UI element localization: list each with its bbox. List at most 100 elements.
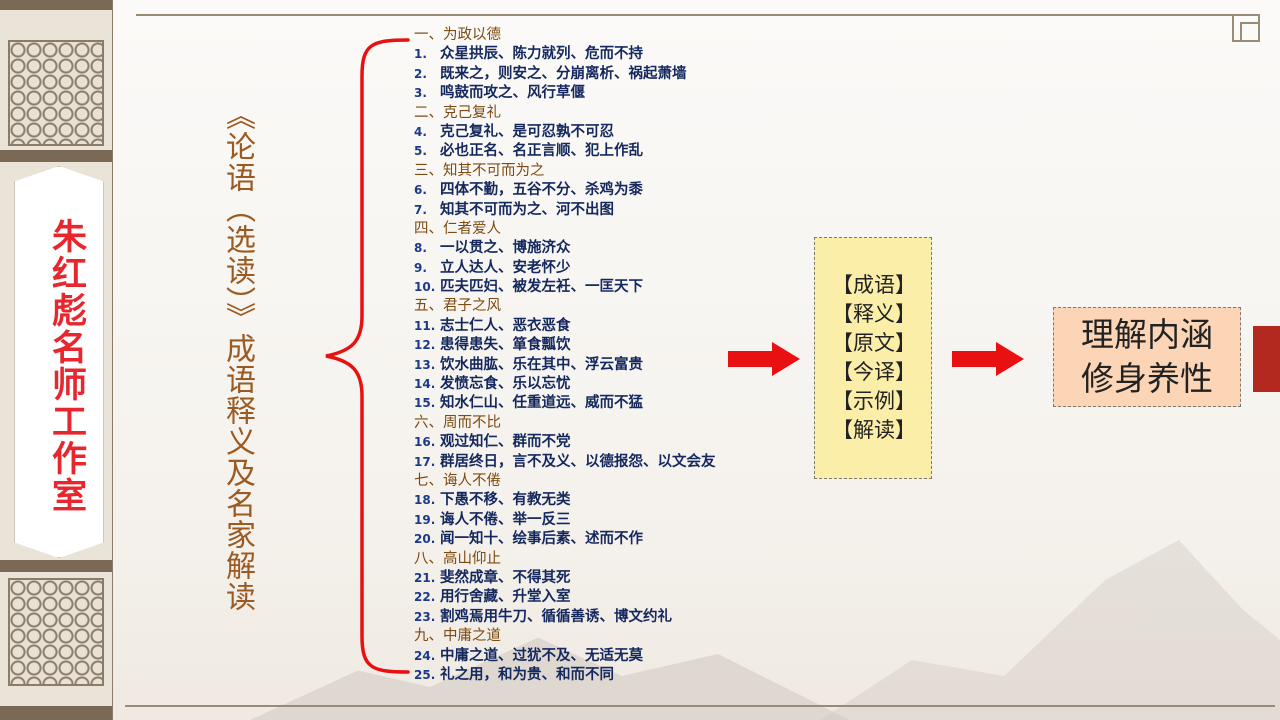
- item-text: 患得患失、箪食瓢饮: [440, 337, 571, 354]
- idiom-item: 21. 斐然成章、不得其死: [414, 569, 794, 588]
- item-text: 志士仁人、恶衣恶食: [440, 317, 571, 334]
- item-number: 10.: [414, 280, 436, 295]
- item-text: 发愤忘食、乐以忘忧: [440, 376, 571, 393]
- item-number: 4.: [414, 124, 427, 139]
- item-text: 群居终日，言不及义、以德报怨、以文会友: [440, 453, 716, 470]
- result-line-1: 理解内涵: [1081, 315, 1213, 354]
- result-box: [1053, 307, 1241, 407]
- frame-line-bottom: [125, 705, 1275, 707]
- section-heading: 四、仁者爱人: [414, 220, 501, 237]
- item-text: 四体不勤，五谷不分、杀鸡为黍: [440, 182, 643, 199]
- idiom-item: 9.立人达人、安老怀少: [414, 259, 794, 278]
- tag-source: 【原文】: [832, 331, 916, 355]
- item-number: 7.: [414, 202, 427, 217]
- item-number: 5.: [414, 144, 427, 159]
- item-number: 6.: [414, 183, 427, 198]
- item-text: 斐然成章、不得其死: [440, 569, 571, 586]
- result-text: 理解内涵 修身养性: [1053, 313, 1241, 401]
- idiom-item: 23. 割鸡焉用牛刀、循循善诱、博文约礼: [414, 608, 794, 627]
- idiom-item: 16. 观过知仁、群而不党: [414, 433, 794, 452]
- item-text: 知水仁山、任重道远、威而不猛: [440, 395, 643, 412]
- red-side-tab: [1253, 326, 1280, 392]
- book-subtitle: 《论语（选读）》成语释义及名家解读: [220, 100, 255, 612]
- idiom-item: 10. 匹夫匹妇、被发左衽、一匡天下: [414, 278, 794, 297]
- idiom-item: 25. 礼之用，和为贵、和而不同: [414, 666, 794, 685]
- idiom-item: 15. 知水仁山、任重道远、威而不猛: [414, 394, 794, 413]
- studio-title: 朱红彪名师工作室: [46, 218, 86, 514]
- item-text: 立人达人、安老怀少: [440, 259, 571, 276]
- entry-structure-list: 【成语】 【释义】 【原文】 【今译】 【示例】 【解读】: [826, 271, 922, 445]
- frame-line-top: [136, 14, 1236, 16]
- item-text: 众星拱辰、陈力就列、危而不持: [440, 46, 643, 63]
- item-text: 割鸡焉用牛刀、循循善诱、博文约礼: [440, 608, 672, 625]
- section-heading: 三、知其不可而为之: [414, 162, 545, 179]
- curly-brace-icon: [325, 38, 410, 674]
- tag-interpretation: 【解读】: [832, 418, 916, 442]
- item-number: 25.: [414, 667, 436, 682]
- idiom-item: 4. 克己复礼、是可忍孰不可忍: [414, 123, 794, 142]
- result-line-2: 修身养性: [1081, 359, 1213, 398]
- section-heading: 八、高山仰止: [414, 550, 501, 567]
- idiom-item: 17.群居终日，言不及义、以德报怨、以文会友: [414, 453, 794, 472]
- item-number: 24.: [414, 648, 436, 663]
- idiom-item: 12. 患得患失、箪食瓢饮: [414, 336, 794, 355]
- item-number: 15.: [414, 396, 436, 411]
- right-arrow-icon: [952, 342, 1024, 376]
- item-number: 14.: [414, 377, 436, 392]
- section-heading: 六、周而不比: [414, 414, 501, 431]
- idiom-item: 7. 知其不可而为之、河不出图: [414, 201, 794, 220]
- item-text: 知其不可而为之、河不出图: [440, 201, 614, 218]
- item-number: 11.: [414, 318, 436, 333]
- item-text: 一以贯之、博施济众: [440, 240, 571, 257]
- item-text: 闻一知十、绘事后素、述而不作: [440, 531, 643, 548]
- item-text: 观过知仁、群而不党: [440, 434, 571, 451]
- section-heading: 七、诲人不倦: [414, 472, 501, 489]
- right-arrow-icon: [728, 342, 800, 376]
- tag-translation: 【今译】: [832, 360, 916, 384]
- idiom-item: 18. 下愚不移、有教无类: [414, 491, 794, 510]
- item-number: 23.: [414, 609, 436, 624]
- idiom-item: 2. 既来之，则安之、分崩离析、祸起萧墙: [414, 65, 794, 84]
- item-number: 13.: [414, 357, 436, 372]
- title-plate: [14, 166, 104, 558]
- item-number: 3.: [414, 86, 427, 101]
- item-text: 礼之用，和为贵、和而不同: [440, 666, 614, 683]
- item-text: 诲人不倦、举一反三: [440, 511, 571, 528]
- idiom-item: 13. 饮水曲肱、乐在其中、浮云富贵: [414, 356, 794, 375]
- item-number: 16.: [414, 435, 436, 450]
- idiom-item: 14. 发愤忘食、乐以忘忧: [414, 375, 794, 394]
- mountain-backdrop: [820, 540, 1280, 720]
- idiom-item: 24. 中庸之道、过犹不及、无适无莫: [414, 647, 794, 666]
- idiom-item: 8. 一以贯之、博施济众: [414, 239, 794, 258]
- idiom-item: 20.闻一知十、绘事后素、述而不作: [414, 530, 794, 549]
- lattice-pattern: [8, 40, 104, 146]
- tag-example: 【示例】: [832, 389, 916, 413]
- item-text: 鸣鼓而攻之、风行草偃: [440, 85, 585, 102]
- frame-corner: [1240, 22, 1260, 42]
- entry-structure-box: [814, 237, 932, 479]
- idiom-item: 5. 必也正名、名正言顺、犯上作乱: [414, 142, 794, 161]
- item-text: 克己复礼、是可忍孰不可忍: [440, 123, 614, 140]
- item-text: 匹夫匹妇、被发左衽、一匡天下: [440, 279, 643, 296]
- section-heading: 二、克己复礼: [414, 104, 501, 121]
- idiom-item: 1. 众星拱辰、陈力就列、危而不持: [414, 45, 794, 64]
- item-text: 饮水曲肱、乐在其中、浮云富贵: [440, 356, 643, 373]
- item-number: 21.: [414, 570, 436, 585]
- item-text: 中庸之道、过犹不及、无适无莫: [440, 647, 643, 664]
- item-number: 22.: [414, 590, 436, 605]
- item-text: 下愚不移、有教无类: [440, 492, 571, 509]
- item-text: 用行舍藏、升堂入室: [440, 589, 571, 606]
- idiom-item: 19.诲人不倦、举一反三: [414, 511, 794, 530]
- section-heading: 五、君子之风: [414, 298, 501, 315]
- item-number: 2.: [414, 66, 427, 81]
- item-number: 12.: [414, 338, 436, 353]
- idiom-item: 11. 志士仁人、恶衣恶食: [414, 317, 794, 336]
- item-number: 1.: [414, 47, 427, 62]
- item-text: 既来之，则安之、分崩离析、祸起萧墙: [440, 65, 687, 82]
- item-number: 18.: [414, 493, 436, 508]
- item-number: 8.: [414, 241, 427, 256]
- tag-meaning: 【释义】: [832, 302, 916, 326]
- item-text: 必也正名、名正言顺、犯上作乱: [440, 143, 643, 160]
